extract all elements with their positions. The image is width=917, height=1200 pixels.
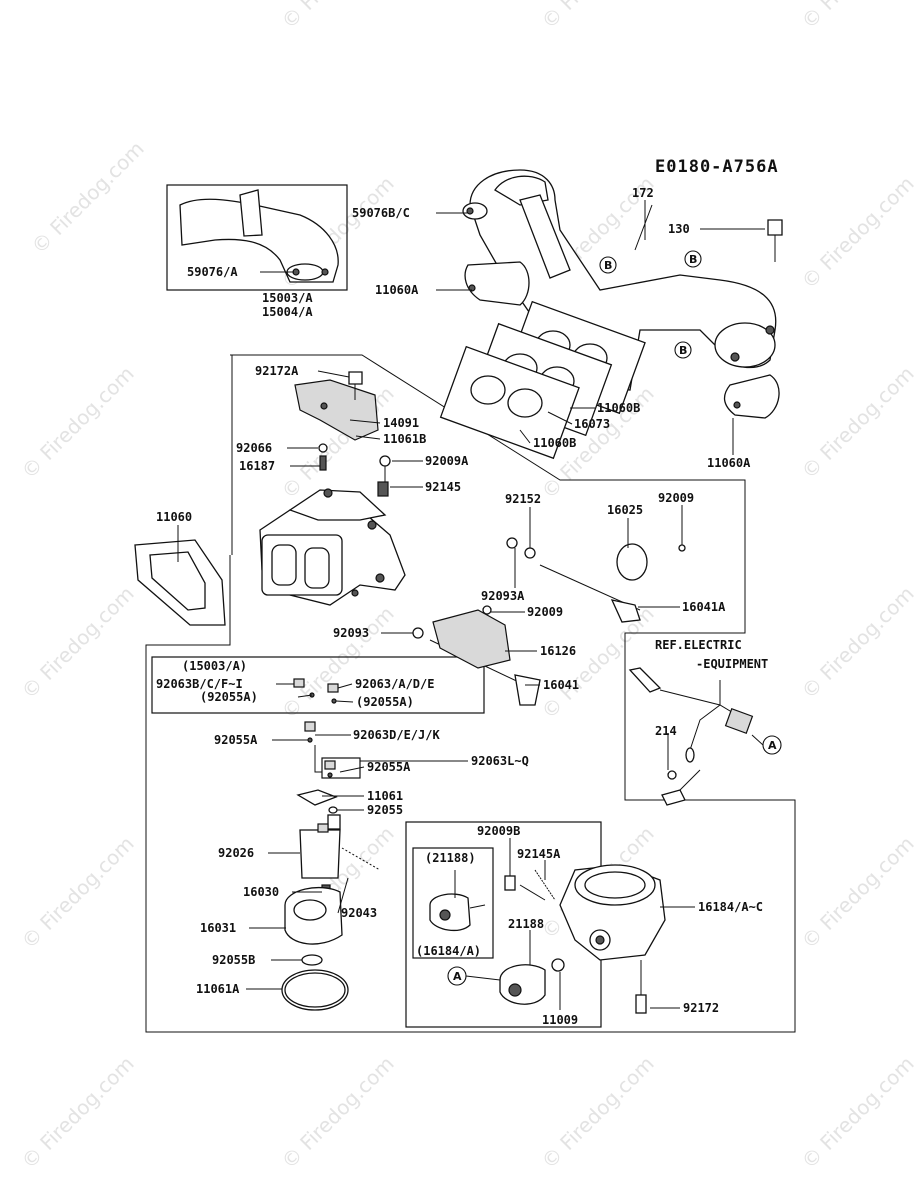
label-16073: 16073 xyxy=(574,417,610,431)
label-92055a-paren: (92055A) xyxy=(200,690,258,704)
elbow-59076a xyxy=(179,189,339,283)
label-172: 172 xyxy=(632,186,654,200)
watermark: © Firedog.com xyxy=(537,1051,659,1173)
label-16041a: 16041A xyxy=(682,600,726,614)
diagram-code: E0180-A756A xyxy=(655,157,779,177)
label-11060b-1: 11060B xyxy=(597,401,640,415)
label-15004a: 15004/A xyxy=(262,305,313,319)
label-92055a-paren-2: (92055A) xyxy=(356,695,414,709)
carburetor-body xyxy=(134,371,406,626)
label-92093: 92093 xyxy=(333,626,369,640)
callout-a-1: A xyxy=(762,735,782,755)
label-equipment: -EQUIPMENT xyxy=(696,657,768,671)
label-92145a: 92145A xyxy=(517,847,561,861)
label-59076bc: 59076B/C xyxy=(352,206,410,220)
label-92055: 92055 xyxy=(367,803,403,817)
label-11061a: 11061A xyxy=(196,982,240,996)
label-130: 130 xyxy=(668,222,690,236)
label-92152: 92152 xyxy=(505,492,541,506)
label-11060a-top: 11060A xyxy=(375,283,419,297)
jet-assembly xyxy=(281,721,381,1011)
svg-text:B: B xyxy=(679,344,687,357)
watermark: © Firedog.com xyxy=(277,0,399,34)
callout-b-1: B xyxy=(599,256,617,274)
label-11061b: 11061B xyxy=(383,432,426,446)
label-16030: 16030 xyxy=(243,885,279,899)
label-214: 214 xyxy=(655,724,677,738)
label-16184a-paren: (16184/A) xyxy=(416,944,481,958)
watermark: © Firedog.com xyxy=(27,136,149,258)
svg-text:A: A xyxy=(768,739,777,752)
electric-harness xyxy=(628,667,754,806)
inset-box-59076a xyxy=(166,184,348,291)
sub-box-21188 xyxy=(412,847,494,959)
label-14091: 14091 xyxy=(383,416,419,430)
label-11060a-bottom: 11060A xyxy=(707,456,751,470)
callout-b-3: B xyxy=(674,341,692,359)
label-92063bcfi: 92063B/C/F~I xyxy=(156,677,243,691)
watermark: © Firedog.com xyxy=(797,171,917,293)
label-16031: 16031 xyxy=(200,921,236,935)
watermark: © Firedog.com xyxy=(797,831,917,953)
label-92063lq: 92063L~Q xyxy=(471,754,529,768)
label-92145: 92145 xyxy=(425,480,461,494)
choke-linkage xyxy=(412,537,686,706)
label-11060b-2: 11060B xyxy=(533,436,576,450)
throttle-body xyxy=(429,864,666,1014)
svg-text:B: B xyxy=(689,253,697,266)
intake-manifold xyxy=(439,169,783,460)
watermark: © Firedog.com xyxy=(17,361,139,483)
callout-a-2: A xyxy=(447,966,467,986)
label-ref-electric: REF.ELECTRIC xyxy=(655,638,742,652)
label-21188: 21188 xyxy=(508,917,544,931)
watermark: © Firedog.com xyxy=(17,581,139,703)
label-92093a: 92093A xyxy=(481,589,525,603)
watermark: © Firedog.com xyxy=(797,1051,917,1173)
watermark: © Firedog.com xyxy=(797,581,917,703)
label-21188-paren: (21188) xyxy=(425,851,476,865)
label-92009-mid: 92009 xyxy=(527,605,563,619)
label-92063dejk: 92063D/E/J/K xyxy=(353,728,440,742)
label-16025: 16025 xyxy=(607,503,643,517)
main-frame xyxy=(145,354,796,1033)
label-15003a-paren: (15003/A) xyxy=(182,659,247,673)
watermark: © Firedog.com xyxy=(797,0,917,34)
watermark: © Firedog.com xyxy=(537,0,659,34)
label-11060: 11060 xyxy=(156,510,192,524)
svg-text:B: B xyxy=(604,259,612,272)
watermark: © Firedog.com xyxy=(797,361,917,483)
label-92043: 92043 xyxy=(341,906,377,920)
label-16126: 16126 xyxy=(540,644,576,658)
label-92055b: 92055B xyxy=(212,953,255,967)
label-92009b: 92009B xyxy=(477,824,520,838)
label-92066: 92066 xyxy=(236,441,272,455)
watermark: © Firedog.com xyxy=(17,831,139,953)
label-92172a: 92172A xyxy=(255,364,299,378)
part-labels: 59076B/C 59076/A 11060A 15003/A 15004/A … xyxy=(156,186,768,1027)
label-16187: 16187 xyxy=(239,459,275,473)
label-11009: 11009 xyxy=(542,1013,578,1027)
label-92009-top: 92009 xyxy=(658,491,694,505)
label-92009a: 92009A xyxy=(425,454,469,468)
label-92055a-2: 92055A xyxy=(367,760,411,774)
label-16184ac: 16184/A~C xyxy=(698,900,763,914)
variant-box xyxy=(151,656,485,714)
watermark: © Firedog.com xyxy=(277,1051,399,1173)
label-92172: 92172 xyxy=(683,1001,719,1015)
label-92063ade: 92063/A/D/E xyxy=(355,677,434,691)
svg-text:A: A xyxy=(453,970,462,983)
leader-lines xyxy=(177,200,765,1010)
label-16041: 16041 xyxy=(543,678,579,692)
callout-b-2: B xyxy=(684,250,702,268)
label-92055a-1: 92055A xyxy=(214,733,258,747)
label-15003a: 15003/A xyxy=(262,291,313,305)
label-59076a: 59076/A xyxy=(187,265,238,279)
variant-icons xyxy=(293,678,339,704)
watermark: © Firedog.com xyxy=(17,1051,139,1173)
label-92026: 92026 xyxy=(218,846,254,860)
label-11061: 11061 xyxy=(367,789,403,803)
